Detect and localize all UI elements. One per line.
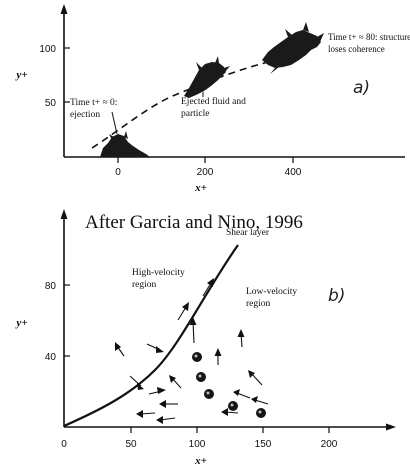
top-x-tick-label-0: 0 bbox=[115, 167, 121, 178]
velocity-arrow bbox=[236, 392, 251, 399]
ejection-annotation-line2: ejection bbox=[70, 110, 100, 120]
velocity-arrow-head bbox=[115, 342, 121, 351]
shear-layer-label: Shear layer bbox=[226, 228, 270, 238]
ejection-annotation-line1: Time t+ ≈ 0: bbox=[70, 98, 117, 108]
high-velocity-label-line2: region bbox=[132, 280, 157, 290]
velocity-arrow-head bbox=[137, 383, 144, 390]
low-velocity-label-line1: Low-velocity bbox=[246, 287, 297, 297]
particle-highlight bbox=[258, 410, 262, 414]
velocity-arrow bbox=[177, 306, 187, 321]
bottom-x-axis-label: x+ bbox=[194, 455, 207, 467]
velocity-arrow bbox=[202, 282, 212, 297]
particle-highlight bbox=[230, 403, 234, 407]
velocity-arrow-head bbox=[251, 396, 258, 403]
coherence-annotation-line2: loses coherence bbox=[328, 44, 385, 54]
velocity-arrow-head bbox=[221, 408, 228, 416]
ejection-blob bbox=[100, 134, 150, 157]
top-x-tick-label-400: 400 bbox=[285, 167, 302, 178]
figure-caption: After Garcia and Nino, 1996 bbox=[85, 212, 303, 233]
bottom-y-tick-label-40: 40 bbox=[45, 352, 57, 363]
bottom-y-axis-arrow bbox=[60, 209, 68, 219]
ejected-fluid-blob bbox=[184, 62, 226, 98]
velocity-arrows bbox=[115, 278, 269, 424]
particle-highlight bbox=[194, 354, 198, 358]
top-x-axis-label: x+ bbox=[194, 182, 207, 194]
velocity-arrow-head bbox=[156, 346, 164, 353]
bottom-x-tick-label-100: 100 bbox=[189, 439, 206, 450]
top-y-tick-label-50: 50 bbox=[45, 98, 57, 109]
bottom-x-tick-label-50: 50 bbox=[125, 439, 137, 450]
velocity-arrow-head bbox=[233, 389, 240, 396]
velocity-arrow-head bbox=[207, 278, 214, 287]
bottom-y-axis-label: y+ bbox=[14, 317, 27, 329]
ejection-pointer bbox=[111, 111, 118, 135]
coherence-loss-blob-spikes bbox=[270, 22, 324, 74]
top-x-tick-label-200: 200 bbox=[197, 167, 214, 178]
velocity-arrow-head bbox=[169, 375, 176, 383]
velocity-arrow-head bbox=[159, 400, 166, 408]
sediment-particles bbox=[192, 352, 266, 418]
velocity-arrow-head bbox=[189, 317, 197, 325]
coherence-annotation-line1: Time t+ ≈ 80: structure bbox=[328, 32, 410, 42]
bottom-panel: 80 40 0 50 100 150 200 x+ y+ Shear layer… bbox=[14, 209, 396, 467]
bottom-panel-label: b) bbox=[328, 286, 345, 306]
velocity-arrow-head bbox=[237, 329, 245, 337]
high-velocity-label-line1: High-velocity bbox=[132, 268, 185, 278]
velocity-arrow-head bbox=[182, 302, 189, 311]
top-panel: 100 50 0 200 400 x+ y+ Time t+ ≈ 0: ejec… bbox=[14, 4, 410, 194]
particle-highlight bbox=[206, 391, 210, 395]
bottom-x-tick-label-150: 150 bbox=[255, 439, 272, 450]
top-y-axis-arrow bbox=[60, 4, 68, 14]
velocity-arrow-head bbox=[214, 348, 222, 356]
velocity-arrow bbox=[129, 375, 142, 387]
ejection-blob-spikes bbox=[109, 131, 128, 140]
velocity-arrow-head bbox=[136, 410, 143, 418]
velocity-arrow-head bbox=[248, 370, 255, 378]
bottom-x-axis-arrow bbox=[386, 423, 396, 431]
top-y-axis-label: y+ bbox=[14, 69, 27, 81]
bottom-y-tick-label-80: 80 bbox=[45, 281, 57, 292]
top-y-tick-label-100: 100 bbox=[39, 44, 56, 55]
particle-highlight bbox=[198, 374, 202, 378]
top-panel-label: a) bbox=[353, 78, 370, 98]
ejected-fluid-annotation-line1: Ejected fluid and bbox=[181, 96, 246, 107]
ejected-fluid-annotation-line2: particle bbox=[181, 109, 209, 119]
velocity-arrow bbox=[254, 399, 269, 405]
bottom-x-tick-label-200: 200 bbox=[321, 439, 338, 450]
velocity-arrow-head bbox=[157, 387, 166, 394]
coherence-loss-blob bbox=[262, 30, 321, 68]
low-velocity-label-line2: region bbox=[246, 299, 271, 309]
bottom-x-tick-label-0: 0 bbox=[61, 439, 67, 450]
velocity-arrow-head bbox=[156, 416, 163, 424]
